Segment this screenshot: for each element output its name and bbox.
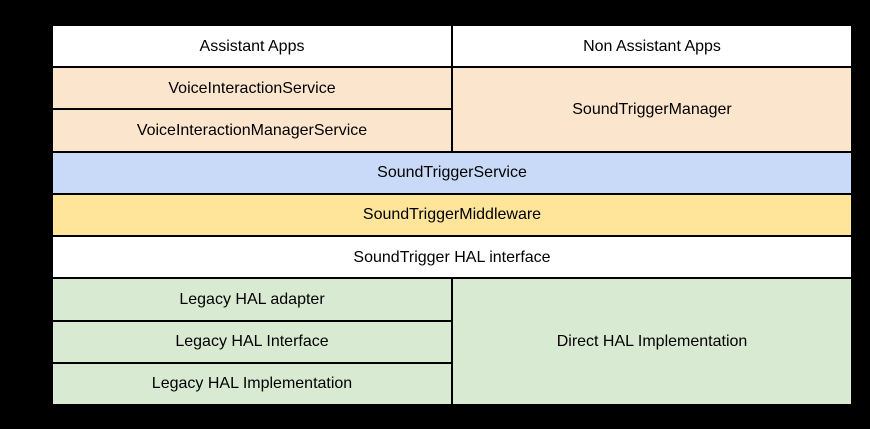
block-sound-trigger-manager: SoundTriggerManager xyxy=(453,68,851,151)
block-voice-interaction-manager-service: VoiceInteractionManagerService xyxy=(53,110,451,151)
soundtrigger-architecture-diagram: Assistant Apps Non Assistant Apps VoiceI… xyxy=(53,26,851,404)
block-voice-interaction-service: VoiceInteractionService xyxy=(53,68,451,109)
block-sound-trigger-middleware: SoundTriggerMiddleware xyxy=(53,194,851,236)
block-sound-trigger-hal-interface: SoundTrigger HAL interface xyxy=(53,237,851,278)
block-legacy-hal-adapter: Legacy HAL adapter xyxy=(53,279,451,320)
block-assistant-apps: Assistant Apps xyxy=(53,26,451,67)
block-legacy-hal-implementation: Legacy HAL Implementation xyxy=(53,363,451,404)
block-sound-trigger-service: SoundTriggerService xyxy=(53,152,851,193)
block-legacy-hal-interface: Legacy HAL Interface xyxy=(53,321,451,362)
block-direct-hal-implementation: Direct HAL Implementation xyxy=(453,279,851,404)
block-non-assistant-apps: Non Assistant Apps xyxy=(453,26,851,67)
